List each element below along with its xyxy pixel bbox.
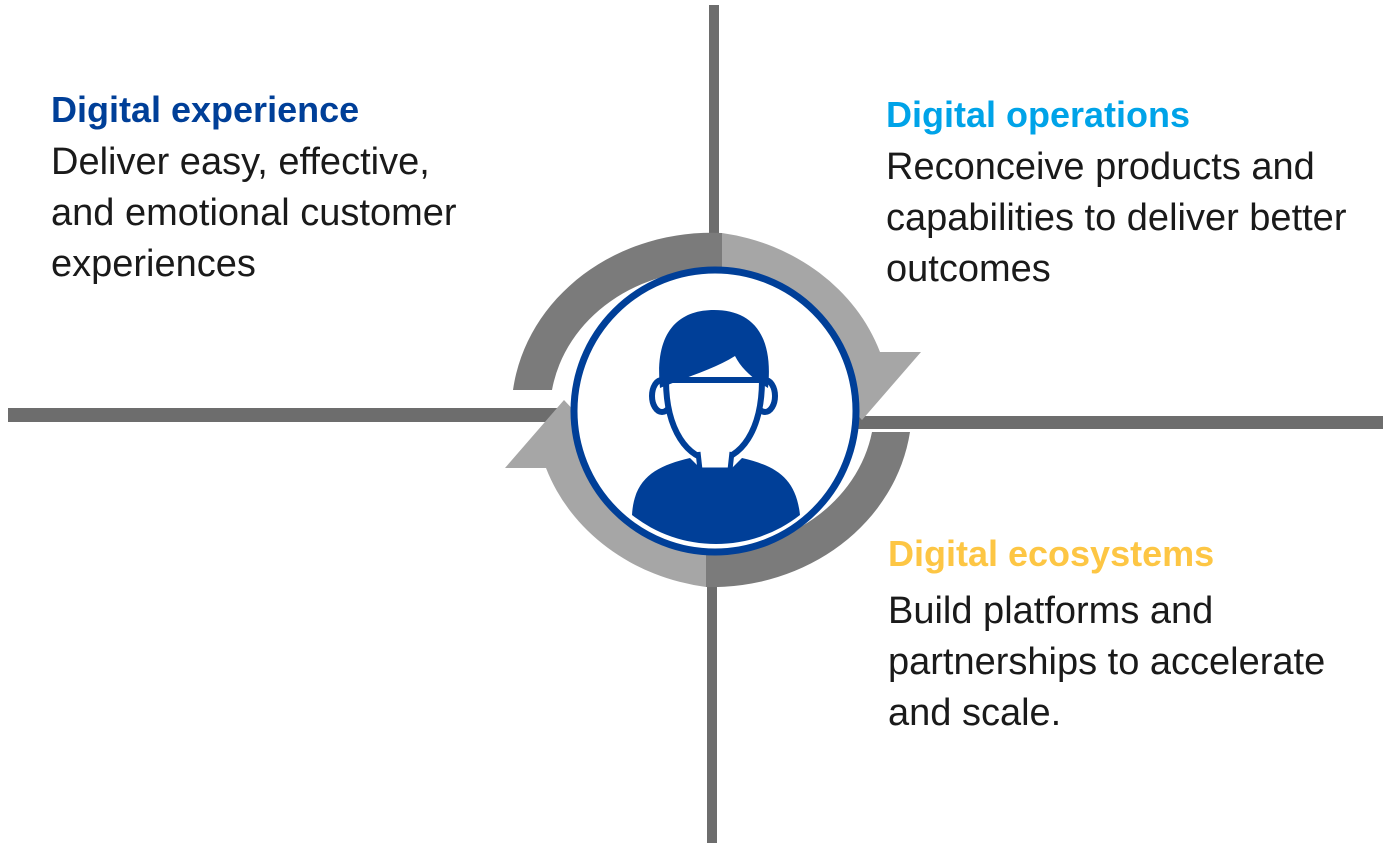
digital-operations-description: Reconceive products and capabilities to … xyxy=(886,146,1347,290)
quadrant-digital-ecosystems: Digital ecosystems Build platforms and p… xyxy=(888,532,1325,739)
quadrant-digital-experience: Digital experience Deliver easy, effecti… xyxy=(51,88,457,290)
quadrant-digital-operations: Digital operations Reconceive products a… xyxy=(886,93,1346,295)
digital-ecosystems-title: Digital ecosystems xyxy=(888,533,1215,574)
customer-badge xyxy=(570,266,860,556)
cycle-arrow-top-left-icon xyxy=(513,232,722,390)
divider-horizontal-left xyxy=(8,408,580,422)
digital-experience-title: Digital experience xyxy=(51,89,360,130)
digital-experience-description: Deliver easy, effective, and emotional c… xyxy=(51,141,457,285)
person-icon xyxy=(632,310,800,545)
digital-ecosystems-description: Build platforms and partnerships to acce… xyxy=(888,590,1326,734)
divider-horizontal-right xyxy=(845,416,1383,429)
divider-vertical-bottom xyxy=(707,562,717,843)
quadrant-dividers xyxy=(8,5,1383,843)
divider-vertical-top xyxy=(709,5,719,259)
digital-operations-title: Digital operations xyxy=(886,94,1191,135)
